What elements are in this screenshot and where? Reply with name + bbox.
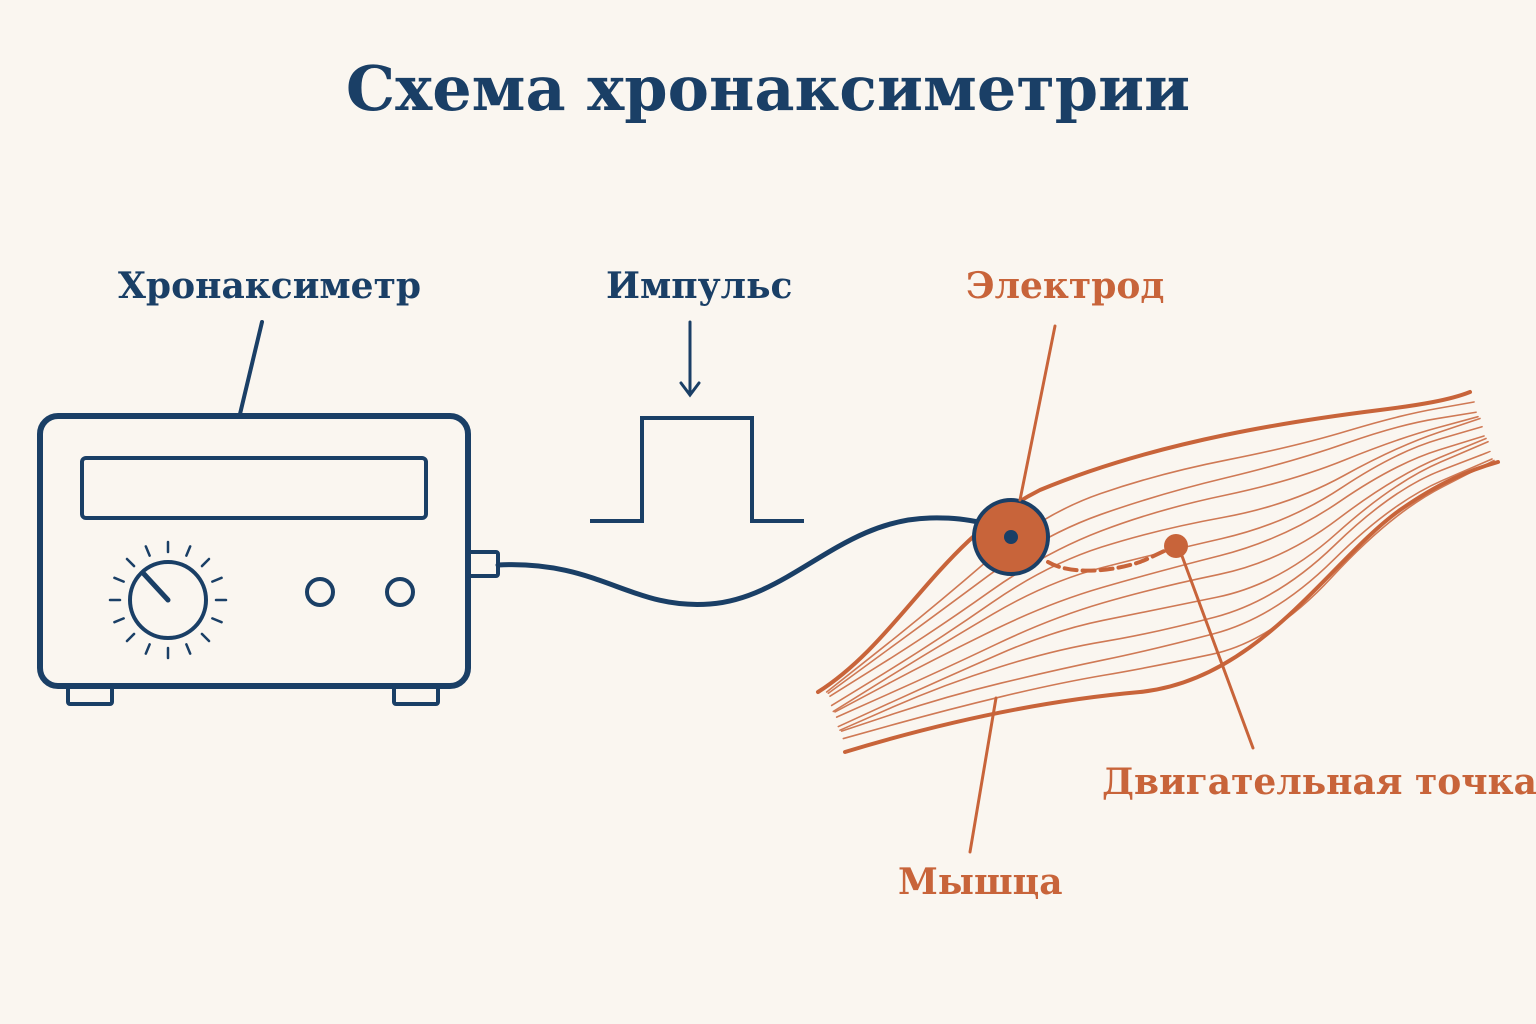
motor-point-leader-line xyxy=(1180,554,1255,750)
dial-tick xyxy=(125,632,136,643)
device-display xyxy=(80,456,428,520)
electrode-leader-line xyxy=(1018,324,1057,502)
muscle-leader-line xyxy=(968,696,998,854)
muscle-fiber xyxy=(842,459,1495,740)
device-connector xyxy=(466,550,500,578)
device-foot-left xyxy=(66,684,114,706)
label-muscle: Мышца xyxy=(898,861,1063,903)
dial-tick xyxy=(113,576,125,583)
dial-tick xyxy=(211,576,223,583)
muscle-fiber xyxy=(830,417,1481,707)
muscle-icon xyxy=(816,390,1500,754)
device-leader-line xyxy=(238,320,264,416)
muscle-fiber xyxy=(837,440,1489,728)
dial-tick xyxy=(144,545,151,557)
dial-tick xyxy=(125,557,136,568)
device-foot-right xyxy=(392,684,440,706)
dial-knob-icon xyxy=(108,540,228,660)
muscle-fiber xyxy=(834,435,1485,713)
dial-tick xyxy=(200,632,211,643)
dial-tick xyxy=(113,617,125,624)
muscle-fiber xyxy=(827,411,1477,695)
motor-point-icon xyxy=(1164,534,1188,558)
square-pulse-icon xyxy=(590,416,804,523)
electrode-icon xyxy=(972,498,1050,576)
dial-tick xyxy=(185,545,192,557)
label-device: Хронаксиметр xyxy=(118,265,422,307)
device-button-1 xyxy=(305,577,335,607)
dial-tick xyxy=(211,617,223,624)
pulse-arrow-icon xyxy=(679,320,701,398)
dial-tick xyxy=(144,643,151,655)
motor-point-path xyxy=(1046,544,1178,573)
muscle-fiber xyxy=(825,401,1475,693)
muscle-fiber xyxy=(835,437,1487,718)
device-icon xyxy=(37,413,500,706)
muscle-fiber xyxy=(829,415,1479,698)
muscle-fiber xyxy=(832,425,1483,713)
device-button-2 xyxy=(385,577,415,607)
dial-tick xyxy=(200,557,211,568)
dial-tick xyxy=(185,643,192,655)
diagram-title: Схема хронаксиметрии xyxy=(345,52,1191,125)
label-motor-point: Двигательная точка xyxy=(1102,761,1536,803)
muscle-fiber xyxy=(839,450,1491,731)
label-pulse: Импульс xyxy=(606,265,793,307)
label-electrode: Электрод xyxy=(966,265,1165,307)
electrode-cable xyxy=(495,515,1013,607)
muscle-fiber xyxy=(840,458,1493,732)
